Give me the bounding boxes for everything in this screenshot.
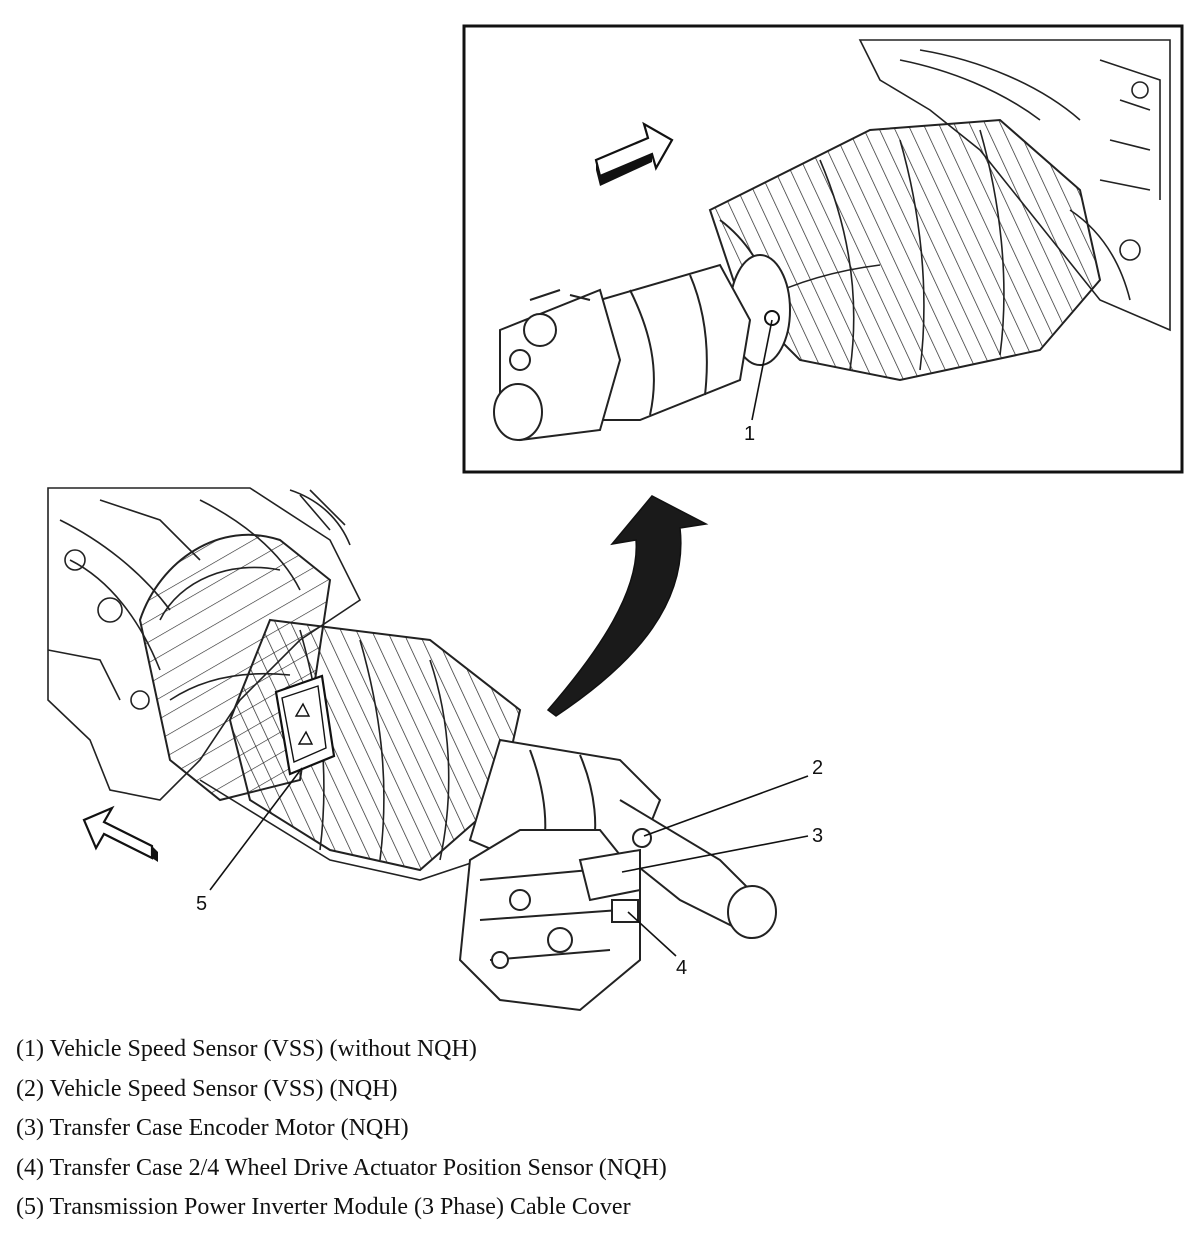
callout-label-1: 1 — [744, 423, 756, 445]
transfer-case-drawing — [458, 828, 652, 1012]
callout-label-3: 3 — [812, 825, 824, 847]
vss-sensor-marker — [764, 310, 780, 326]
inset-engine-drawing — [858, 39, 1171, 332]
vss-nqh-marker — [632, 828, 652, 848]
callout-label-2: 2 — [812, 757, 824, 779]
leader-line-1 — [751, 319, 773, 421]
leader-line-4 — [627, 911, 677, 957]
diagram-svg — [47, 24, 1184, 1012]
callout-label-4: 4 — [676, 957, 688, 979]
diagram-scene: 1 2 3 4 5 — [47, 24, 1184, 1012]
legend-list: (1) Vehicle Speed Sensor (VSS) (without … — [16, 1030, 1176, 1228]
leader-line-3 — [621, 835, 809, 873]
leader-line-2 — [643, 775, 809, 837]
callout-label-5: 5 — [196, 893, 208, 915]
legend-item-3: (3) Transfer Case Encoder Motor (NQH) — [16, 1115, 409, 1141]
inset-direction-arrow — [594, 121, 674, 186]
legend-item-5: (5) Transmission Power Inverter Module (… — [16, 1194, 631, 1220]
inset-tailshaft-drawing — [493, 263, 752, 442]
leader-line-5 — [209, 767, 303, 891]
legend-item-2: (2) Vehicle Speed Sensor (VSS) (NQH) — [16, 1075, 398, 1102]
main-direction-arrow — [82, 805, 158, 862]
legend-item-1: (1) Vehicle Speed Sensor (VSS) (without … — [16, 1036, 477, 1062]
legend-item-4: (4) Transfer Case 2/4 Wheel Drive Actuat… — [16, 1154, 667, 1181]
main-view — [47, 487, 809, 1012]
inset-detail-view — [462, 24, 1184, 474]
zoom-arrow — [546, 495, 709, 717]
cable-cover-drawing — [274, 674, 336, 776]
